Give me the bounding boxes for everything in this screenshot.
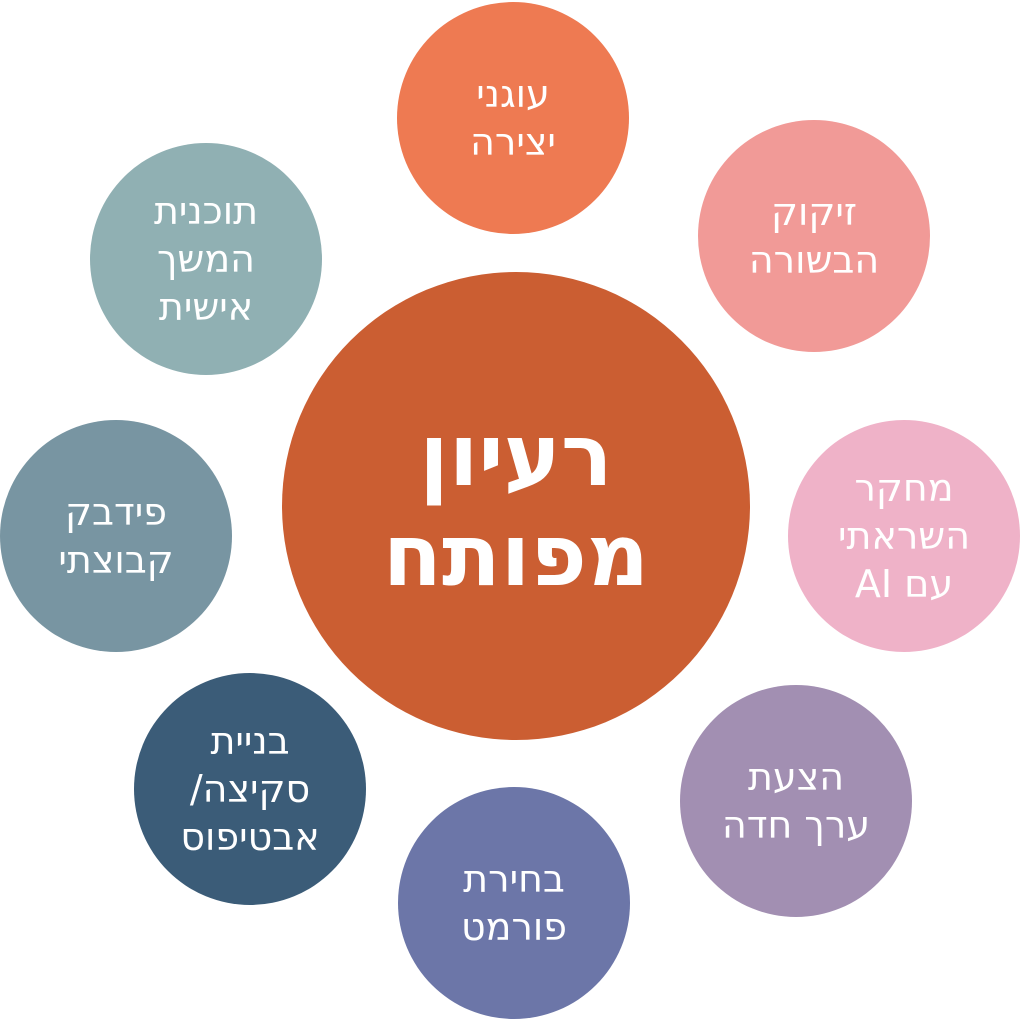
node-prototype-building: בניית סקיצה/ אבטיפוס (134, 673, 366, 905)
node-label: בחירת פורמט (461, 855, 567, 951)
node-line: השראתי (837, 514, 971, 558)
node-line: הצעת (747, 755, 845, 799)
node-value-proposition: הצעת ערך חדה (680, 685, 912, 917)
node-line: פורמט (461, 905, 567, 949)
node-line: ערך חדה (721, 803, 871, 847)
node-line: אבטיפוס (180, 815, 320, 859)
node-line: תוכנית (153, 189, 259, 233)
node-label: עוגני יצירה (470, 70, 556, 166)
center-label: רעיון מפותח (383, 406, 649, 606)
node-personal-plan: תוכנית המשך אישית (90, 143, 322, 375)
node-line: בחירת (463, 857, 565, 901)
node-line: עם AI (854, 562, 954, 606)
node-label: בניית סקיצה/ אבטיפוס (180, 717, 319, 861)
node-line: המשך (157, 237, 255, 281)
node-line: סקיצה/ (189, 767, 311, 811)
node-line: פידבק (65, 490, 167, 534)
node-message-refinement: זיקוק הבשורה (698, 120, 930, 352)
center-line-2: מפותח (382, 506, 650, 606)
node-line: יצירה (470, 120, 556, 164)
node-line: בניית (210, 719, 290, 763)
node-line: קבוצתי (58, 538, 174, 582)
node-line: מחקר (854, 466, 954, 510)
node-line: עוגני (476, 72, 550, 116)
node-line: הבשורה (748, 238, 880, 282)
center-line-1: רעיון (419, 406, 613, 506)
node-label: מחקר השראתי עם AI (838, 464, 970, 608)
center-circle: רעיון מפותח (282, 272, 750, 740)
node-line: אישית (158, 285, 254, 329)
node-label: פידבק קבוצתי (58, 488, 173, 584)
node-label: זיקוק הבשורה (749, 188, 879, 284)
node-creation-anchors: עוגני יצירה (397, 2, 629, 234)
node-label: תוכנית המשך אישית (154, 187, 258, 331)
node-line: זיקוק (771, 190, 857, 234)
node-group-feedback: פידבק קבוצתי (0, 420, 232, 652)
node-format-choice: בחירת פורמט (398, 787, 630, 1019)
node-ai-research: מחקר השראתי עם AI (788, 420, 1020, 652)
node-label: הצעת ערך חדה (722, 753, 870, 849)
